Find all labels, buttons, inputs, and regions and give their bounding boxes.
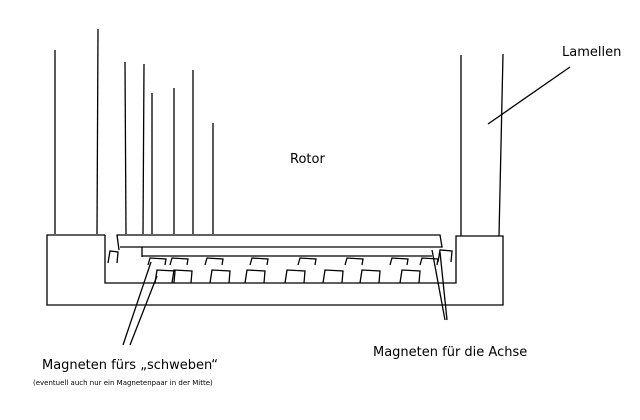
magnet-block (284, 269, 306, 284)
magnet-block (399, 269, 421, 284)
left-lamellae (54, 28, 214, 235)
magnet-block (209, 269, 231, 284)
magnet-block (147, 257, 167, 266)
magnets (107, 249, 453, 284)
rotor-plate (116, 234, 443, 257)
axis-magnets-label: Magneten für die Achse (373, 345, 527, 360)
magnet-block (344, 257, 364, 266)
magnet-block (154, 269, 176, 284)
base-housing (46, 234, 504, 306)
magnet-block (244, 269, 266, 284)
levitation-note: (eventuell auch nur ein Magnetenpaar in … (33, 379, 213, 387)
magnet-block (389, 257, 409, 266)
rotor-label: Rotor (290, 152, 325, 167)
leader-lines (122, 66, 571, 346)
magnet-block (249, 257, 269, 266)
magnet-block (359, 269, 381, 284)
magnet-block (204, 257, 224, 266)
lamellae-label: Lamellen (562, 45, 621, 60)
magnet-block (107, 250, 119, 264)
magnet-block (169, 257, 189, 266)
magnet-block (419, 257, 439, 266)
magnet-block (297, 257, 317, 266)
magnet-block (171, 269, 193, 284)
magnet-block (437, 249, 453, 263)
levitation-magnets-label: Magneten fürs „schweben“ (42, 358, 218, 373)
right-lamellae (460, 53, 504, 237)
magnet-block (322, 269, 344, 284)
